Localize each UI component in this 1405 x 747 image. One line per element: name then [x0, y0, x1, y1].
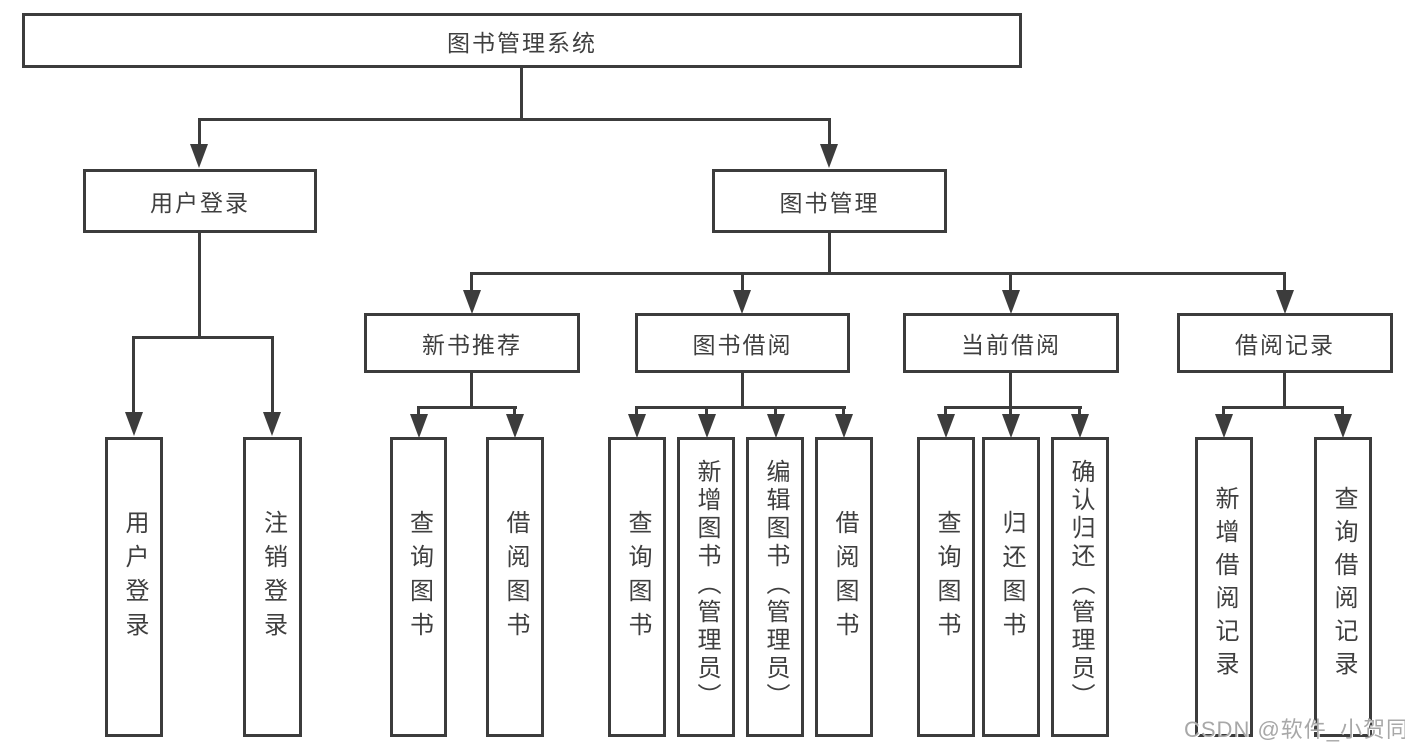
connector-vline — [520, 68, 523, 121]
node-book-management: 图书管理 — [712, 169, 947, 233]
connector-vline — [741, 373, 744, 409]
connector-vline — [774, 406, 777, 418]
arrowhead — [733, 290, 751, 314]
connector-vline — [842, 406, 845, 418]
connector-vline — [635, 406, 638, 418]
arrowhead — [835, 414, 853, 438]
connector-vline — [513, 406, 516, 418]
arrowhead — [1002, 290, 1020, 314]
arrowhead — [820, 144, 838, 168]
leaf-query-borrow-record: 查询借阅记录 — [1314, 437, 1372, 737]
csdn-watermark: CSDN @软件_小贺同学 — [1184, 717, 1405, 742]
connector-hline — [132, 336, 274, 339]
arrowhead — [1071, 414, 1089, 438]
leaf-query-books-3: 查询图书 — [917, 437, 975, 737]
connector-vline — [1341, 406, 1344, 418]
connector-hline — [1222, 406, 1344, 409]
node-book-borrow: 图书借阅 — [635, 313, 850, 373]
connector-vline — [198, 118, 201, 148]
arrowhead — [463, 290, 481, 314]
arrowhead — [506, 414, 524, 438]
connector-hline — [198, 118, 831, 121]
leaf-edit-books-admin: 编辑图书（管理员） — [746, 437, 804, 737]
arrowhead — [1002, 414, 1020, 438]
leaf-user-login: 用户登录 — [105, 437, 163, 737]
connector-vline — [1283, 373, 1286, 409]
leaf-query-books-2: 查询图书 — [608, 437, 666, 737]
connector-hline — [470, 272, 1286, 275]
connector-vline — [417, 406, 420, 418]
arrowhead — [767, 414, 785, 438]
connector-vline — [741, 272, 744, 294]
connector-vline — [705, 406, 708, 418]
leaf-logout: 注销登录 — [243, 437, 302, 737]
connector-vline — [470, 272, 473, 294]
leaf-confirm-return-admin: 确认归还（管理员） — [1051, 437, 1109, 737]
connector-vline — [470, 373, 473, 409]
arrowhead — [1334, 414, 1352, 438]
arrowhead — [410, 414, 428, 438]
connector-vline — [828, 233, 831, 275]
leaf-borrow-books-1: 借阅图书 — [486, 437, 544, 737]
node-root: 图书管理系统 — [22, 13, 1022, 68]
arrowhead — [1215, 414, 1233, 438]
connector-vline — [1009, 373, 1012, 409]
node-new-book-recommend: 新书推荐 — [364, 313, 580, 373]
connector-hline — [417, 406, 517, 409]
leaf-add-borrow-record: 新增借阅记录 — [1195, 437, 1253, 737]
leaf-borrow-books-2: 借阅图书 — [815, 437, 873, 737]
leaf-add-books-admin: 新增图书（管理员） — [677, 437, 735, 737]
connector-vline — [198, 233, 201, 339]
connector-vline — [1009, 272, 1012, 294]
arrowhead — [190, 144, 208, 168]
arrowhead — [698, 414, 716, 438]
arrowhead — [937, 414, 955, 438]
connector-vline — [944, 406, 947, 418]
connector-vline — [1283, 272, 1286, 294]
connector-vline — [132, 336, 135, 416]
node-current-borrow: 当前借阅 — [903, 313, 1119, 373]
connector-vline — [271, 336, 274, 416]
leaf-return-books: 归还图书 — [982, 437, 1040, 737]
leaf-query-books-1: 查询图书 — [390, 437, 447, 737]
connector-hline — [635, 406, 846, 409]
connector-vline — [1078, 406, 1081, 418]
arrowhead — [1276, 290, 1294, 314]
node-user-login: 用户登录 — [83, 169, 317, 233]
arrowhead — [263, 412, 281, 436]
connector-vline — [828, 118, 831, 148]
connector-vline — [1222, 406, 1225, 418]
connector-hline — [944, 406, 1082, 409]
node-borrow-records: 借阅记录 — [1177, 313, 1393, 373]
arrowhead — [125, 412, 143, 436]
connector-vline — [1009, 406, 1012, 418]
arrowhead — [628, 414, 646, 438]
